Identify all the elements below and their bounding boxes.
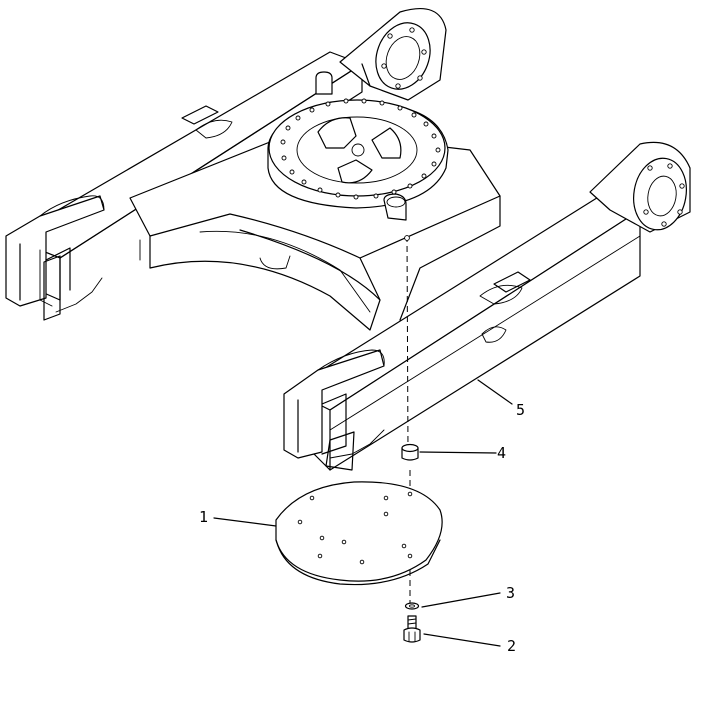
- leader-line-3: [421, 592, 501, 608]
- callout-label-5: 5: [516, 401, 526, 419]
- washer-part: [404, 602, 420, 610]
- left-cover-plate: [181, 105, 219, 125]
- leader-line-1: [213, 517, 277, 527]
- leader-line-2: [423, 633, 501, 647]
- left-front-channel: [5, 195, 105, 307]
- leader-line-5: [477, 379, 513, 405]
- right-cover-plate: [493, 271, 531, 293]
- callout-label-2: 2: [507, 637, 517, 655]
- bolt-part: [403, 615, 421, 643]
- cover-plate-part: [275, 481, 443, 586]
- assembly-centerline: [406, 235, 409, 453]
- track-frame-assembly: [5, 8, 691, 471]
- spacer-part: [401, 443, 419, 461]
- callout-label-4: 4: [497, 444, 507, 462]
- callout-label-1: 1: [199, 508, 209, 526]
- leader-line-4: [419, 451, 497, 454]
- right-front-channel: [283, 349, 385, 459]
- callout-label-3: 3: [506, 584, 516, 602]
- swing-circle: [267, 71, 449, 221]
